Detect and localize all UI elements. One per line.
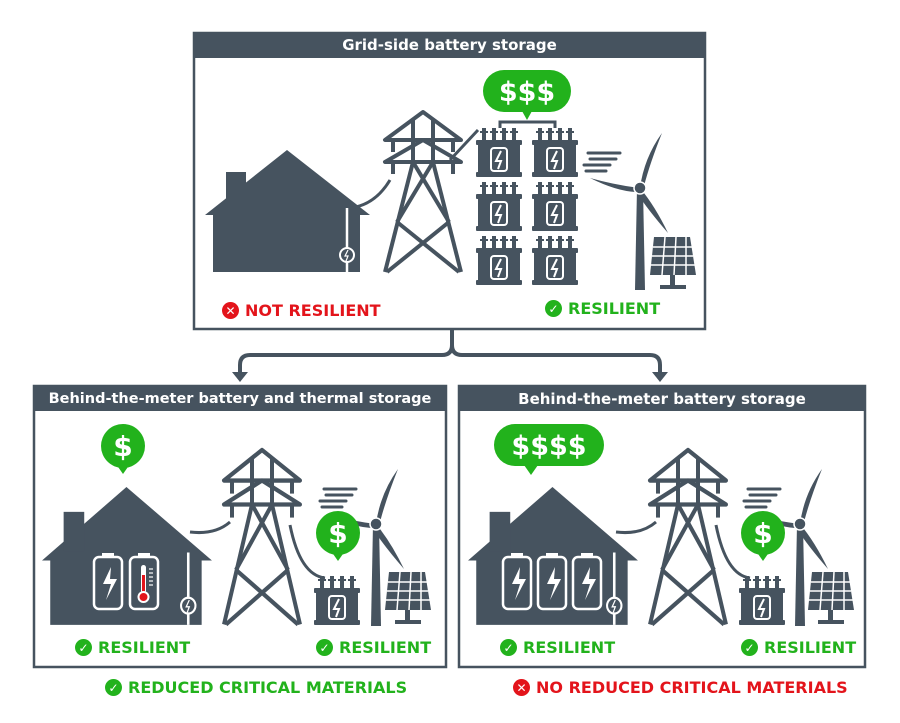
check-circle-icon: ✓ <box>741 639 758 656</box>
cost-label: $ <box>113 430 132 463</box>
arrow-head-right <box>652 372 668 382</box>
cost-label: $ <box>328 517 347 550</box>
cost-label: $ <box>753 517 772 550</box>
x-circle-icon: ✕ <box>222 302 239 319</box>
status-resilient: ✓ RESILIENT <box>500 638 615 657</box>
status-resilient: ✓ RESILIENT <box>316 638 431 657</box>
check-circle-icon: ✓ <box>500 639 517 656</box>
panel-title-btm-battery: Behind-the-meter battery storage <box>518 390 806 408</box>
panel-title-btm-thermal: Behind-the-meter battery and thermal sto… <box>48 391 432 407</box>
check-circle-icon: ✓ <box>105 679 122 696</box>
status-text: RESILIENT <box>339 638 432 657</box>
status-text: RESILIENT <box>98 638 191 657</box>
status-resilient: ✓ RESILIENT <box>545 299 660 318</box>
status-text: RESILIENT <box>523 638 616 657</box>
cost-bubble: $$$ <box>483 70 571 120</box>
status-text: RESILIENT <box>764 638 857 657</box>
cost-bubble: $ <box>101 424 145 474</box>
status-text: NOT RESILIENT <box>245 301 381 320</box>
power-line <box>615 520 657 534</box>
power-line <box>189 520 231 534</box>
x-circle-icon: ✕ <box>513 679 530 696</box>
check-circle-icon: ✓ <box>545 300 562 317</box>
panel-title-grid-side: Grid-side battery storage <box>342 36 557 54</box>
power-line <box>448 120 557 162</box>
footer-no-reduced-materials: ✕ NO REDUCED CRITICAL MATERIALS <box>513 678 848 697</box>
cost-label: $$$ <box>499 77 555 108</box>
check-circle-icon: ✓ <box>75 639 92 656</box>
footer-text: NO REDUCED CRITICAL MATERIALS <box>536 678 848 697</box>
footer-text: REDUCED CRITICAL MATERIALS <box>128 678 408 697</box>
power-line <box>349 179 392 210</box>
status-resilient: ✓ RESILIENT <box>75 638 190 657</box>
cost-bubble: $$$$ <box>494 424 604 475</box>
status-not-resilient: ✕ NOT RESILIENT <box>222 301 381 320</box>
status-resilient: ✓ RESILIENT <box>741 638 856 657</box>
branch-arrows <box>238 330 662 374</box>
status-text: RESILIENT <box>568 299 661 318</box>
check-circle-icon: ✓ <box>316 639 333 656</box>
footer-reduced-materials: ✓ REDUCED CRITICAL MATERIALS <box>105 678 407 697</box>
arrow-head-left <box>232 372 248 382</box>
cost-bubble: $ <box>316 511 360 561</box>
cost-label: $$$$ <box>511 431 586 462</box>
cost-bubble: $ <box>741 511 785 561</box>
